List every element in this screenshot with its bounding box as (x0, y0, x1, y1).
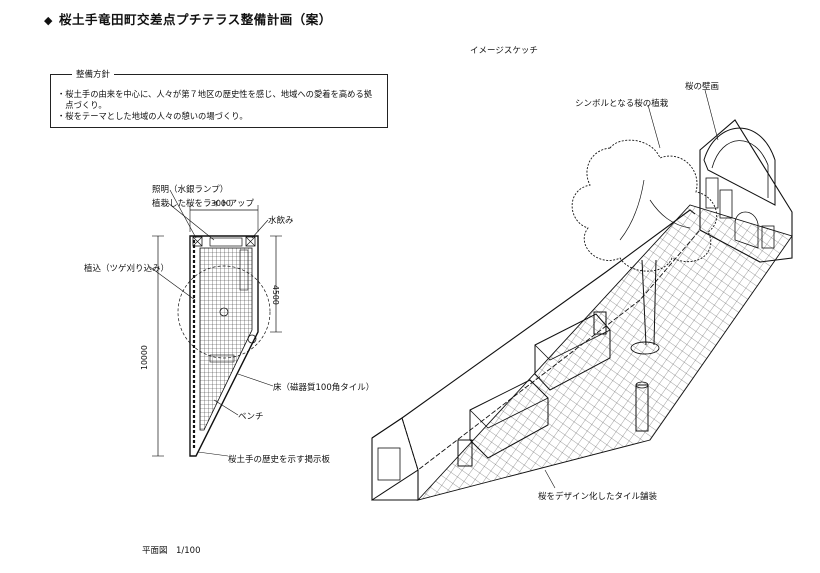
label-hedge: 植込（ツゲ刈り込み） (84, 264, 170, 274)
sketch-view (371, 89, 793, 501)
page-title: ◆ 桜土手竜田町交差点プチテラス整備計画（案） (44, 9, 332, 28)
plan-fountain (245, 236, 256, 247)
dim-4500: 4500 (271, 285, 280, 305)
label-bench: ベンチ (238, 412, 264, 422)
label-wall: 桜の壁画 (685, 82, 720, 92)
sketch-cherry-tree (571, 139, 718, 272)
policy-box (50, 74, 388, 128)
dim-10000: 10000 (140, 345, 149, 370)
policy-line-3: ・桜をテーマとした地域の人々の憩いの場づくり。 (57, 111, 248, 121)
label-lighting: 照明（水銀ランプ） (152, 185, 229, 195)
label-tree: シンボルとなる桜の植栽 (575, 99, 669, 109)
title-bullet: ◆ (44, 14, 53, 27)
label-floor: 床（磁器質100角タイル） (273, 383, 375, 393)
sketch-notice-board (377, 447, 401, 481)
dim-width: 3000 (211, 199, 231, 208)
label-board: 桜土手の歴史を示す掲示板 (228, 455, 331, 465)
plan-floor-tiles (199, 247, 253, 431)
plan-caption: 平面図 1/100 (142, 546, 201, 556)
title-text: 桜土手竜田町交差点プチテラス整備計画（案） (58, 12, 332, 27)
sketch-mural-wall (699, 119, 793, 263)
policy-heading: 整備方針 (72, 68, 115, 80)
policy-line-2: 点づくり。 (57, 100, 107, 110)
plan-tree-crown (177, 265, 271, 359)
plan-view (149, 189, 282, 457)
label-tile: 桜をデザイン化したタイル舗装 (538, 492, 658, 502)
policy-line-1: ・桜土手の由来を中心に、人々が第７地区の歴史性を感じ、地域への愛着を高める拠 (57, 89, 373, 99)
label-lightup: 植栽した桜をライトアップ (152, 199, 255, 209)
label-fountain: 水飲み (268, 216, 294, 226)
sketch-title: イメージスケッチ (470, 46, 538, 56)
